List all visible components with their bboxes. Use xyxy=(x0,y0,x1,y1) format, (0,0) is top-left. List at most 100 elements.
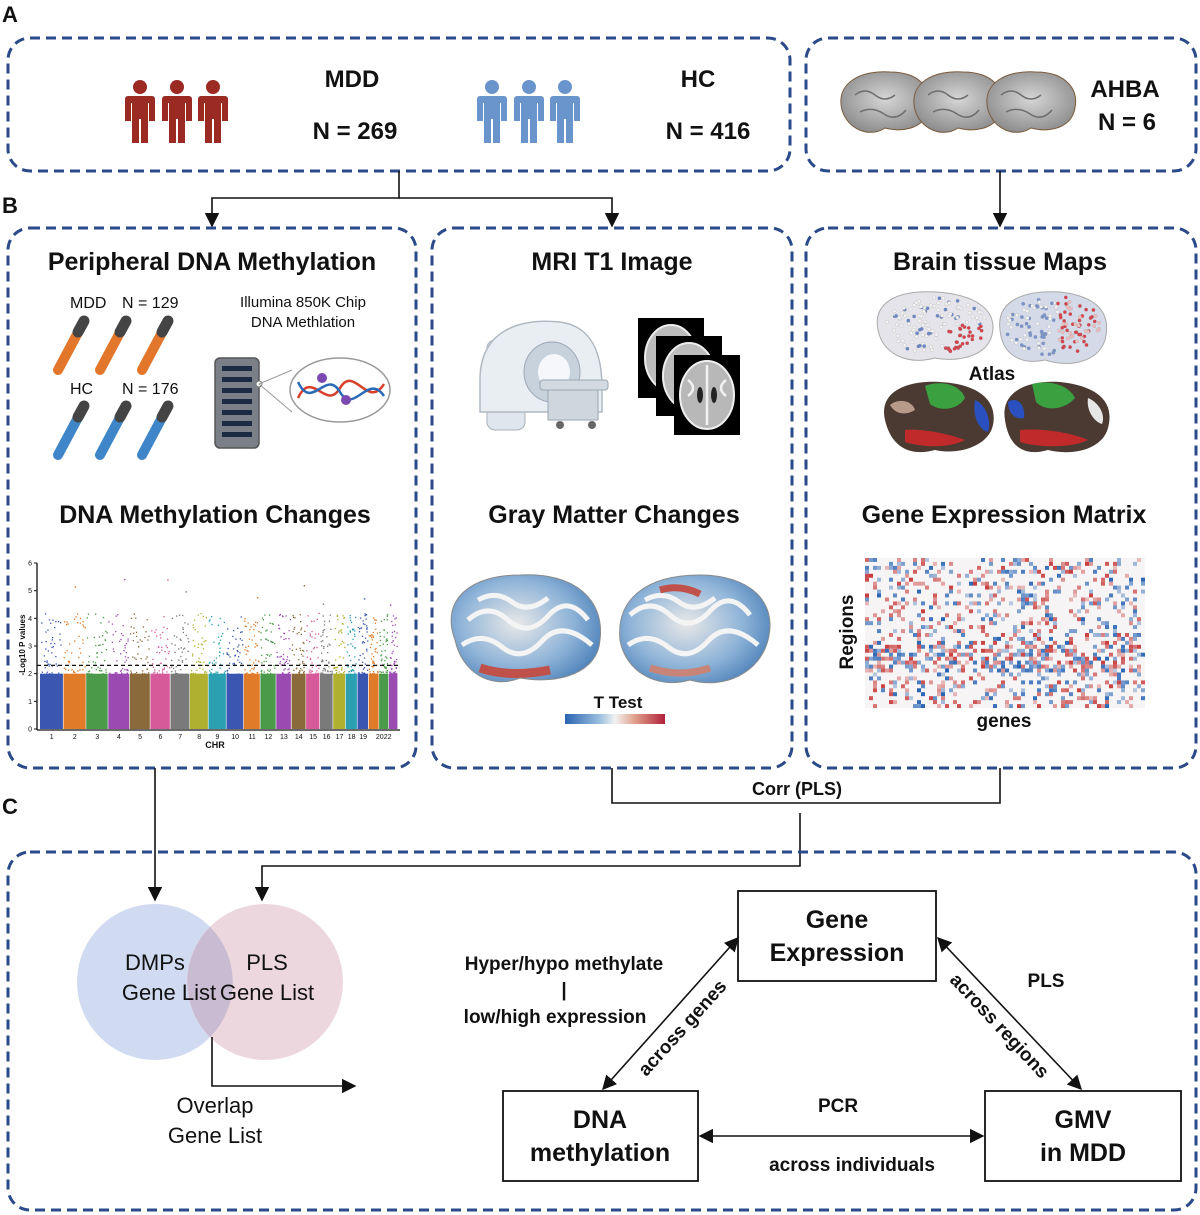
x-tick-label: 12 xyxy=(265,734,273,741)
corr-bracket xyxy=(611,768,1001,804)
methylation-title: Peripheral DNA Methylation xyxy=(48,248,376,276)
across-individuals-label: across individuals xyxy=(769,1155,935,1176)
y-tick-label: 0 xyxy=(28,727,32,734)
ahba-label: AHBA xyxy=(1090,76,1159,103)
mdd-label: MDD xyxy=(325,66,380,93)
methylation-box xyxy=(6,226,418,770)
low-high-label: low/high expression xyxy=(464,1007,647,1028)
dna-methylation-line1: DNA xyxy=(573,1106,627,1134)
venn-right-line2: Gene List xyxy=(220,980,314,1005)
dna-methylation-box xyxy=(502,1090,699,1182)
venn-pls-circle xyxy=(187,904,343,1060)
manhattan-ylabel: -Log10 P values xyxy=(18,614,27,675)
arrow-overlap-output xyxy=(211,1037,357,1094)
ahba-count: N = 6 xyxy=(1098,109,1156,136)
tissue-sample-brains xyxy=(876,291,1107,364)
x-tick-label: 2 xyxy=(73,734,77,741)
gray-matter-brains xyxy=(450,574,771,684)
mdd-people-icon xyxy=(125,80,228,143)
venn-left-line1: DMPs xyxy=(125,950,185,975)
chromosome-points-9 xyxy=(208,616,226,729)
x-tick-label: 7 xyxy=(178,734,182,741)
methylation-changes-title: DNA Methylation Changes xyxy=(59,501,371,529)
mri-slices-icon xyxy=(638,318,740,435)
x-tick-label: 15 xyxy=(309,734,317,741)
mri-box xyxy=(430,226,794,770)
chromosome-points-13 xyxy=(276,613,292,729)
gmv-line2: in MDD xyxy=(1040,1139,1126,1167)
brain-maps-box xyxy=(804,226,1198,770)
mdd-blood-tubes-icon xyxy=(53,315,174,375)
panel-label-b: B xyxy=(2,193,18,218)
chromosome-points-18 xyxy=(345,615,357,729)
y-tick-label: 5 xyxy=(28,588,32,595)
hyper-hypo-label: Hyper/hypo methylate xyxy=(465,954,664,975)
arrow-pls-to-venn xyxy=(254,813,801,902)
gmv-box xyxy=(984,1090,1182,1182)
arrow-cohort-to-mri xyxy=(399,197,620,228)
x-tick-label: 1 xyxy=(50,734,54,741)
x-tick-label: 5 xyxy=(138,734,142,741)
overlap-line1: Overlap xyxy=(176,1093,253,1118)
chromosome-points-19 xyxy=(357,598,369,729)
methylation-mdd-count: N = 129 xyxy=(122,295,179,312)
x-tick-label: 19 xyxy=(359,734,367,741)
venn-right-line1: PLS xyxy=(246,950,288,975)
y-tick-label: 1 xyxy=(28,699,32,706)
x-tick-label: 2022 xyxy=(376,734,392,741)
mri-scanner-icon xyxy=(479,320,609,431)
x-tick-label: 16 xyxy=(323,734,331,741)
ahba-box xyxy=(804,36,1198,173)
integration-box xyxy=(6,850,1198,1212)
gene-expression-matrix-title: Gene Expression Matrix xyxy=(862,501,1147,529)
brain-maps-title: Brain tissue Maps xyxy=(893,248,1107,276)
chromosome-points-22 xyxy=(388,604,398,729)
hc-blood-tubes-icon xyxy=(53,400,174,460)
panel-label-a: A xyxy=(2,2,18,27)
pls-label: PLS xyxy=(1028,971,1065,992)
x-tick-label: 4 xyxy=(117,734,121,741)
dna-helix-icon xyxy=(289,357,391,423)
chromosome-points-7 xyxy=(170,591,190,729)
gene-expression-box xyxy=(737,890,937,982)
hc-label: HC xyxy=(681,66,716,93)
arrow-gene-gmv xyxy=(937,936,1082,1091)
y-tick-label: 6 xyxy=(28,561,32,568)
chip-label: Illumina 850K Chip xyxy=(240,294,366,311)
overlap-line2: Gene List xyxy=(168,1123,262,1148)
x-tick-label: 13 xyxy=(280,734,288,741)
atlas-label: Atlas xyxy=(969,364,1015,385)
chromosome-points-8 xyxy=(189,613,209,729)
x-tick-label: 17 xyxy=(336,734,344,741)
mri-title: MRI T1 Image xyxy=(531,248,692,276)
x-tick-label: 10 xyxy=(231,734,239,741)
matrix-ylabel: Regions xyxy=(837,595,858,670)
chromosome-points-10 xyxy=(226,616,244,729)
ahba-brains-icon xyxy=(840,71,1076,133)
chromosome-points-5 xyxy=(129,613,150,729)
manhattan-points xyxy=(40,578,398,729)
across-genes-label: across genes xyxy=(634,976,731,1080)
manhattan-xlabel: CHR xyxy=(205,740,225,750)
chromosome-points-20 xyxy=(368,617,379,729)
relation-bar: | xyxy=(561,980,566,1001)
panel-label-c: C xyxy=(2,794,18,819)
chromosome-points-4 xyxy=(108,578,130,729)
y-tick-label: 3 xyxy=(28,644,32,651)
venn-overlap-region xyxy=(187,927,233,1037)
gmv-line1: GMV xyxy=(1055,1106,1112,1134)
x-tick-label: 9 xyxy=(216,734,220,741)
chromosome-points-6 xyxy=(150,579,171,729)
chromosome-points-11 xyxy=(243,597,260,729)
x-tick-label: 11 xyxy=(248,734,255,741)
chromosome-points-1 xyxy=(40,613,63,729)
chromosome-points-16 xyxy=(320,603,333,729)
atlas-brains xyxy=(884,381,1110,453)
ttest-colorbar xyxy=(565,714,665,724)
chromosome-points-2 xyxy=(63,586,86,729)
arrow-cohort-to-methylation xyxy=(204,171,400,228)
chip-sublabel: DNA Methlation xyxy=(251,314,355,331)
